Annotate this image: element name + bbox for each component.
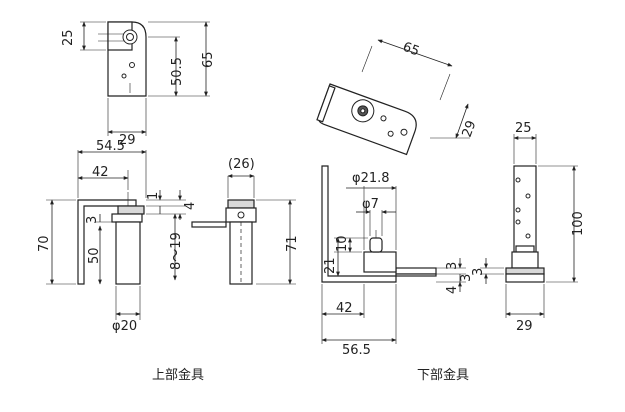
upper-front-view <box>46 150 186 320</box>
dimension-labels: 25 50.5 65 29 54.5 42 70 3 50 1 4 8～19 φ… <box>37 29 586 358</box>
dim-upper-top-25: 25 <box>61 29 76 46</box>
lower-front-view <box>321 165 466 344</box>
upper-top-view <box>80 21 210 136</box>
dim-upper-top-29: 29 <box>119 133 136 148</box>
dim-upper-side-71: 71 <box>285 235 300 252</box>
dim-lower-side-3: 3 <box>471 268 486 276</box>
dim-lower-front-3a: 3 <box>445 262 460 270</box>
dim-lower-top-65: 65 <box>401 40 422 60</box>
dim-upper-front-50: 50 <box>87 247 102 264</box>
dim-lower-side-100: 100 <box>571 211 586 236</box>
dim-lower-front-3b: 3 <box>459 274 474 282</box>
dim-upper-top-50-5: 50.5 <box>170 57 185 86</box>
dim-upper-front-42: 42 <box>92 165 109 180</box>
dim-lower-front-dia21-8: φ21.8 <box>352 171 390 186</box>
dim-lower-front-21: 21 <box>323 257 338 274</box>
lower-side-view <box>480 134 578 318</box>
upper-fitting-caption: 上部金具 <box>152 368 205 383</box>
dim-lower-front-56-5: 56.5 <box>342 343 371 358</box>
dim-lower-side-25: 25 <box>515 121 532 136</box>
dim-upper-front-70: 70 <box>37 235 52 252</box>
dim-upper-front-1: 1 <box>146 192 161 200</box>
dim-lower-front-42: 42 <box>336 301 353 316</box>
lower-top-view <box>316 39 470 156</box>
dim-upper-front-8-19: 8～19 <box>169 232 184 270</box>
dim-upper-top-65: 65 <box>201 51 216 68</box>
dim-upper-front-3: 3 <box>85 216 100 224</box>
dim-lower-front-4: 4 <box>445 286 460 294</box>
dim-upper-front-dia20: φ20 <box>112 319 137 334</box>
dim-upper-front-4: 4 <box>183 202 198 210</box>
dim-lower-front-dia7: φ7 <box>362 197 379 212</box>
upper-side-view <box>191 174 296 285</box>
dim-lower-side-29: 29 <box>516 319 533 334</box>
dim-upper-side-26: (26) <box>228 157 255 172</box>
dim-lower-front-10: 10 <box>335 235 350 252</box>
lower-fitting-caption: 下部金具 <box>417 368 470 383</box>
dim-lower-top-29: 29 <box>460 119 480 140</box>
dim-upper-front-54-5: 54.5 <box>96 139 125 154</box>
